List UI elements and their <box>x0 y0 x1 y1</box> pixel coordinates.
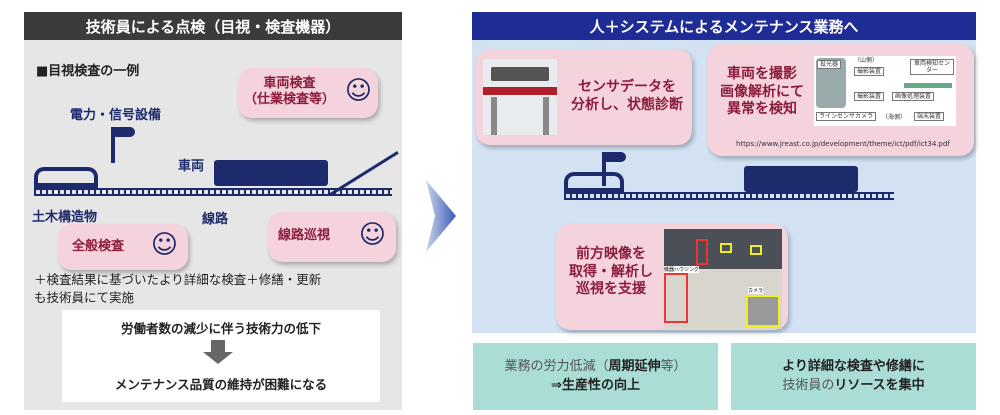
highlight-box <box>664 273 688 323</box>
right-title: 人＋システムによるメンテナンス業務へ <box>472 12 976 40</box>
diagram-label: 投光器 <box>817 60 842 70</box>
transition-arrow-icon <box>426 180 456 252</box>
diagram-label: 端末装置 <box>914 112 945 122</box>
source-url[interactable]: https://www.jreast.co.jp/development/the… <box>736 140 950 148</box>
note-text: ＋検査結果に基づいたより詳細な検査＋修繕・更新 も技術員にて実施 <box>34 271 321 306</box>
worker-icon: ☺ <box>358 220 386 250</box>
result-text: メンテナンス品質の維持が困難になる <box>114 377 328 392</box>
train-icon <box>904 83 952 88</box>
highlight-box <box>720 243 732 253</box>
bubble-text: 取得・解析し <box>569 263 653 280</box>
bubble-text: センサデータを <box>578 79 676 95</box>
signal-icon <box>111 127 135 163</box>
benefit-text: 周期延伸 <box>608 358 661 374</box>
down-arrow-icon <box>203 340 233 364</box>
note-line: ＋検査結果に基づいたより詳細な検査＋修繕・更新 <box>34 272 322 287</box>
bubble-general-inspection: 全般検査 ☺ <box>58 224 188 270</box>
bubble-text: （仕業検査等） <box>244 92 336 108</box>
benefit-resources: より詳細な検査や修繕に 技術員のリソースを集中 <box>731 343 976 410</box>
label-vehicle: 車両 <box>178 159 205 174</box>
problem-box: 労働者数の減少に伴う技術力の低下 メンテナンス品質の維持が困難になる <box>62 310 380 402</box>
highlight-box <box>746 295 780 327</box>
note-line: も技術員にて実施 <box>34 289 135 305</box>
bubble-camera: 車両を撮影画像解析にて異常を検知 投光器 （山側） 撮影装置 車両検知センター … <box>708 44 974 156</box>
bubble-sensor: センサデータを分析し、状態診断 <box>476 49 692 145</box>
left-title: 技術員による点検（目視・検査機器） <box>24 12 402 40</box>
bubble-text: 画像解析にて <box>720 83 804 100</box>
photo-label: カメラ <box>748 287 764 294</box>
pillar-icon <box>543 97 549 135</box>
bubble-text: 車両検査 <box>263 76 316 91</box>
signal-icon <box>602 152 626 186</box>
diagram-label: ラインセンサカメラ <box>816 112 877 122</box>
sensor-image <box>483 59 557 135</box>
bubble-text: 前方映像を <box>576 246 646 262</box>
system-diagram: 投光器 （山側） 撮影装置 車両検知センター 撮影装置 画像処理装置 ラインセン… <box>814 56 956 126</box>
worker-icon: ☺ <box>344 76 372 106</box>
benefit-text: 等） <box>660 358 687 374</box>
subtitle: ■目視検査の一例 <box>36 64 140 79</box>
bridge-icon <box>564 172 624 194</box>
highlight-box <box>750 245 762 255</box>
photo-label: 機器ハウジング <box>664 266 700 273</box>
train-icon <box>744 166 858 192</box>
problem-text: 労働者数の減少に伴う技術力の低下 <box>120 321 321 336</box>
train-icon <box>214 160 328 186</box>
pillar-icon <box>491 97 497 135</box>
benefit-text: リソースを集中 <box>834 377 925 393</box>
worker-icon: ☺ <box>150 230 178 260</box>
diagram-label: （海側） <box>882 114 907 121</box>
bubble-text: 線路巡視 <box>278 228 331 243</box>
track-icon <box>34 188 392 196</box>
bubble-text: 車両を撮影 <box>727 66 797 82</box>
train-front-photo: 機器ハウジング カメラ <box>664 229 782 329</box>
label-track: 線路 <box>202 212 229 227</box>
right-panel: 人＋システムによるメンテナンス業務へ センサデータを分析し、状態診断 車両を撮影… <box>472 12 976 333</box>
bubble-front-camera: 前方映像を取得・解析し巡視を支援 機器ハウジング カメラ <box>556 224 788 330</box>
highlight-box <box>696 239 708 265</box>
bubble-vehicle-inspection: 車両検査（仕業検査等） ☺ <box>238 68 378 118</box>
bubble-track-patrol: 線路巡視 ☺ <box>268 212 396 262</box>
bubble-text: 全般検査 <box>72 239 125 254</box>
bubble-text: 巡視を支援 <box>576 281 646 297</box>
track-icon <box>564 192 894 200</box>
beam-icon <box>483 87 557 95</box>
bubble-text: 分析し、状態診断 <box>571 96 683 113</box>
benefit-text: より詳細な検査や修繕に <box>782 358 925 374</box>
diagram-label: （山側） <box>854 57 879 64</box>
benefit-productivity: 業務の労力低減（周期延伸等） ⇒生産性の向上 <box>473 343 718 410</box>
diagram-label: 撮影装置 <box>854 92 885 102</box>
diagram-label: 車両検知センター <box>910 59 954 76</box>
diagram-label: 撮影装置 <box>854 67 885 77</box>
label-power: 電力・信号設備 <box>70 108 162 123</box>
diagram-label: 画像処理装置 <box>892 92 935 102</box>
left-panel: 技術員による点検（目視・検査機器） ■目視検査の一例 電力・信号設備 車両 土木… <box>24 12 402 410</box>
benefit-text: ⇒生産性の向上 <box>551 377 640 393</box>
bridge-icon <box>34 167 98 189</box>
bubble-text: 異常を検知 <box>727 101 797 117</box>
benefit-text: 業務の労力低減（ <box>504 358 609 374</box>
label-civil: 土木構造物 <box>32 210 98 225</box>
train-icon <box>491 67 549 81</box>
benefit-text: 技術員の <box>782 377 835 393</box>
